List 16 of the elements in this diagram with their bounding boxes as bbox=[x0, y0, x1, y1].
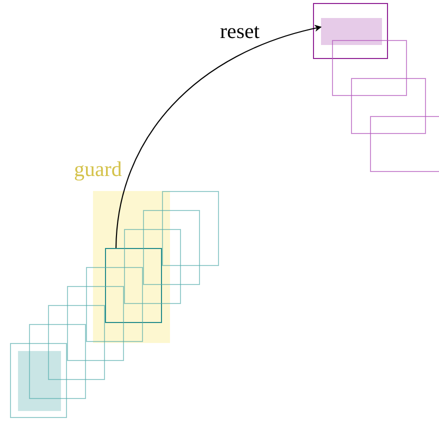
outlined-rectangle bbox=[29, 324, 86, 399]
outlined-rectangle bbox=[48, 305, 105, 380]
outlined-rectangle bbox=[86, 267, 143, 342]
region-label: guard bbox=[74, 156, 122, 182]
outlined-rectangle bbox=[332, 40, 407, 96]
outlined-rectangle bbox=[124, 229, 181, 304]
curved-arrow bbox=[115, 25, 322, 248]
highlighted-rectangle bbox=[313, 3, 388, 59]
outlined-rectangle bbox=[67, 286, 124, 361]
filled-rectangle bbox=[18, 351, 61, 411]
outlined-rectangle bbox=[143, 210, 200, 285]
outlined-rectangle bbox=[162, 191, 219, 266]
filled-rectangle bbox=[321, 18, 382, 45]
outlined-rectangle bbox=[10, 343, 67, 418]
highlighted-rectangle bbox=[105, 248, 162, 323]
outlined-rectangle bbox=[351, 78, 426, 134]
